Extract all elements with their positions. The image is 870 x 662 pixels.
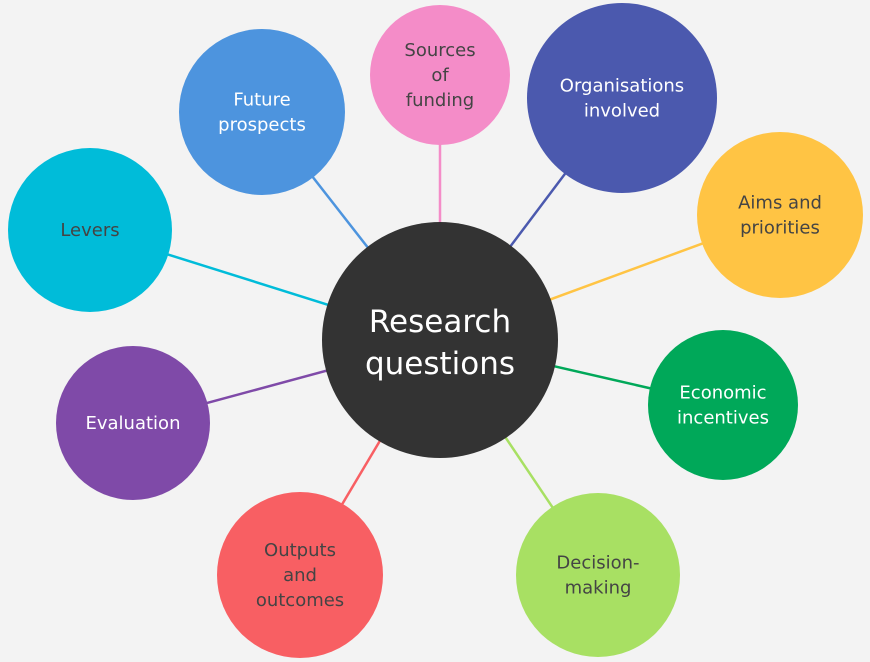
node-label: priorities	[740, 218, 820, 239]
node-label: Evaluation	[86, 413, 181, 434]
node-economic-incentives[interactable]: Economic incentives	[648, 330, 798, 480]
node-label: outcomes	[256, 590, 344, 611]
center-label: questions	[365, 346, 515, 382]
node-label: making	[565, 578, 632, 599]
node-circle	[56, 346, 210, 500]
node-label: Organisations	[560, 76, 684, 97]
node-sources-of-funding[interactable]: Sources of funding	[370, 5, 510, 145]
node-levers[interactable]: Levers	[8, 148, 172, 312]
node-outputs-and-outcomes[interactable]: Outputs and outcomes	[217, 492, 383, 658]
center-circle	[322, 222, 558, 458]
node-label: prospects	[218, 115, 306, 136]
node-label: involved	[584, 101, 660, 122]
node-aims-and-priorities[interactable]: Aims and priorities	[697, 132, 863, 298]
node-label: Aims and	[738, 193, 822, 214]
node-decision-making[interactable]: Decision-making	[516, 493, 680, 657]
node-circle	[648, 330, 798, 480]
node-evaluation[interactable]: Evaluation	[56, 346, 210, 500]
node-circle	[179, 29, 345, 195]
center-label: Research	[369, 304, 511, 340]
node-organisations-involved[interactable]: Organisations involved	[527, 3, 717, 193]
node-label: Decision-	[556, 553, 639, 574]
node-label: Levers	[60, 220, 119, 241]
node-circle	[697, 132, 863, 298]
node-label: and	[283, 565, 317, 586]
node-circle	[217, 492, 383, 658]
node-circle	[370, 5, 510, 145]
node-label: incentives	[677, 408, 769, 429]
node-label: Outputs	[264, 540, 336, 561]
node-circle	[527, 3, 717, 193]
node-circle	[8, 148, 172, 312]
node-label: Future	[233, 90, 290, 111]
node-future-prospects[interactable]: Future prospects	[179, 29, 345, 195]
node-label: Sources	[404, 40, 475, 61]
center-node[interactable]: Research questions	[322, 222, 558, 458]
node-label: funding	[406, 90, 474, 111]
node-label: Economic	[679, 383, 766, 404]
node-circle	[516, 493, 680, 657]
node-label: of	[431, 65, 449, 86]
